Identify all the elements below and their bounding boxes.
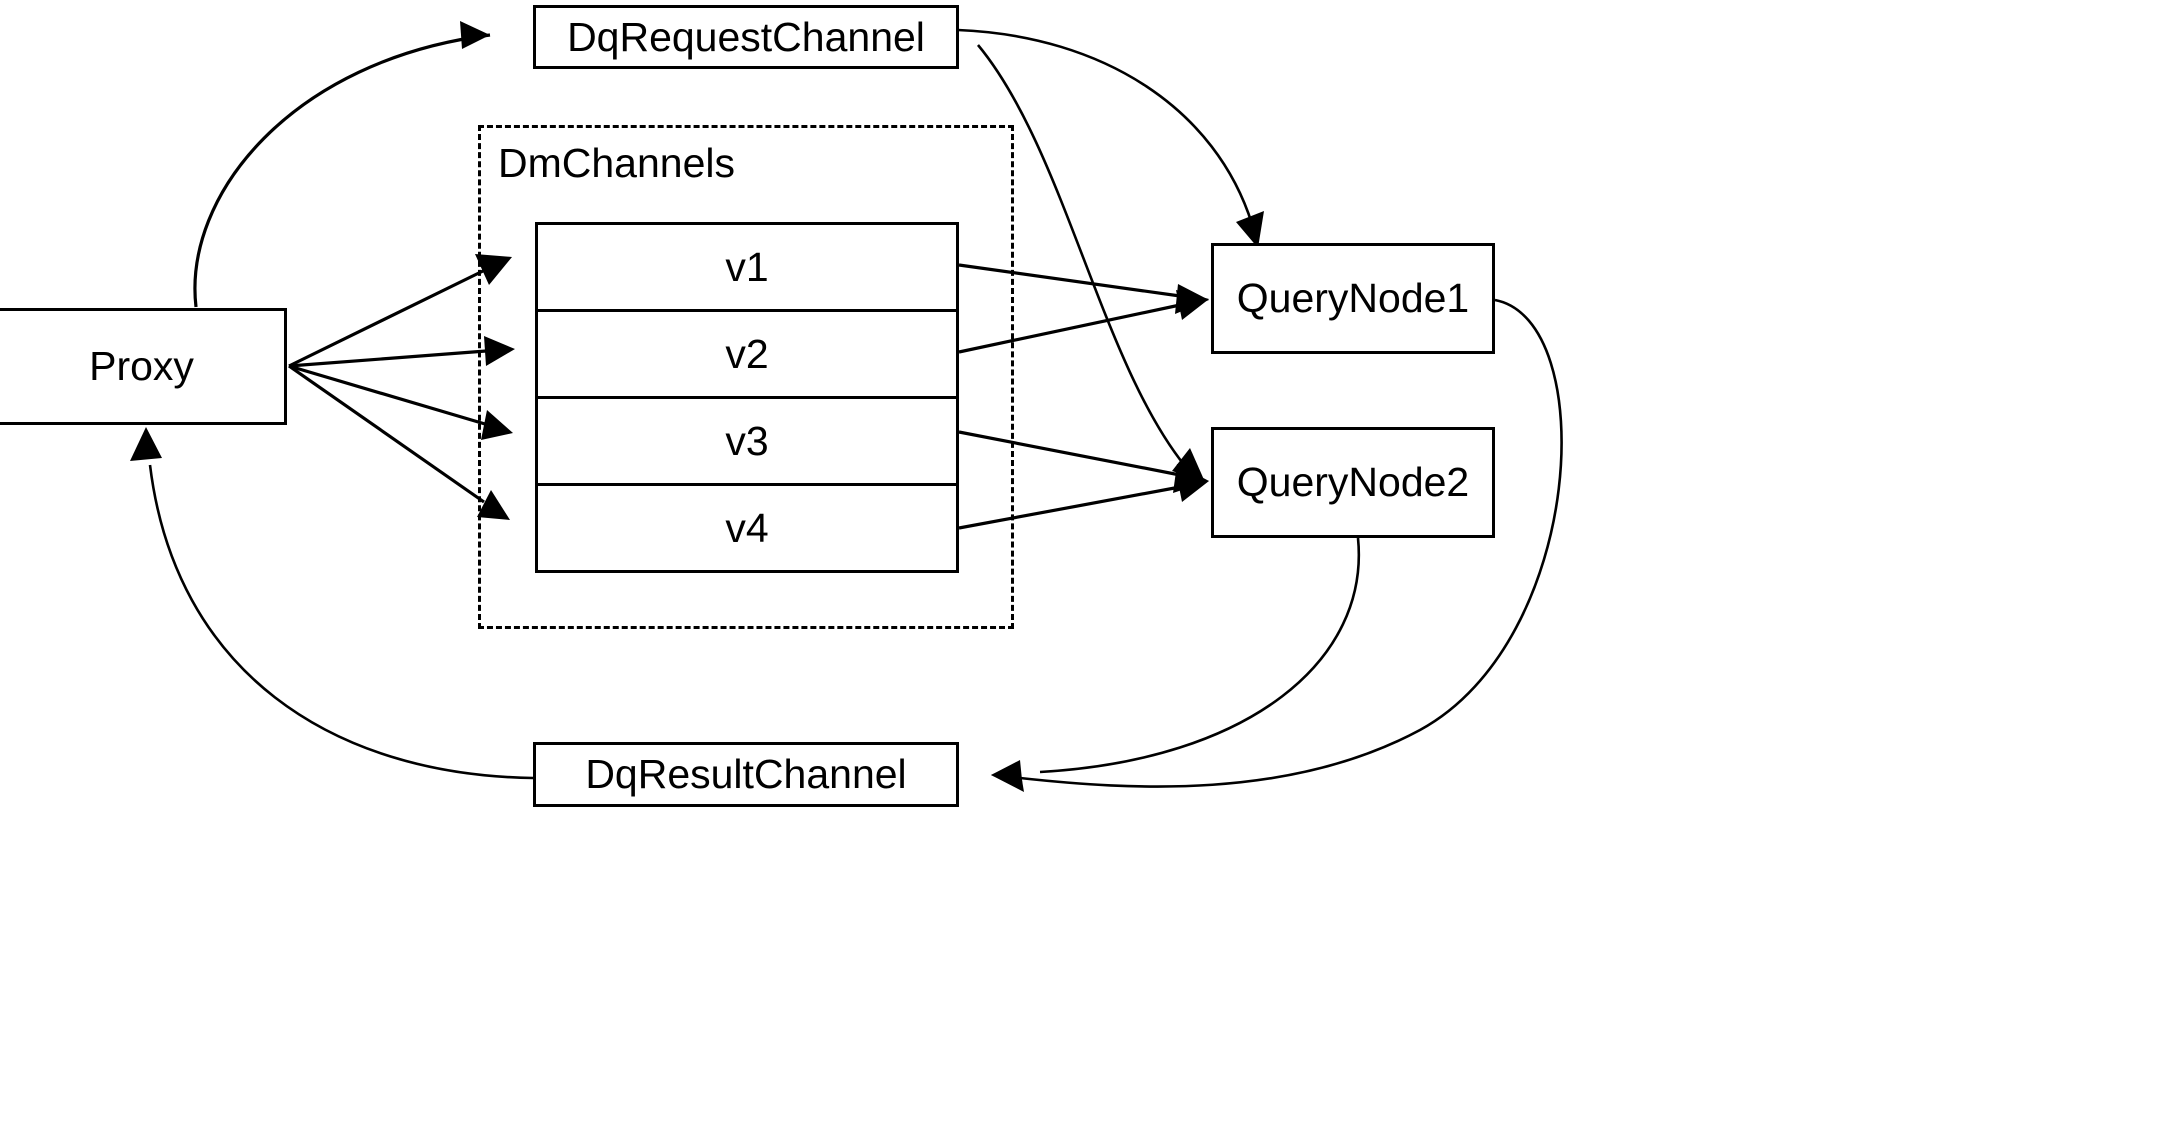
edge-querynode1-to-dqresultchannel	[991, 298, 1563, 792]
node-dq-request-channel[interactable]: DqRequestChannel	[533, 5, 959, 69]
channel-row[interactable]: v3	[538, 399, 956, 486]
node-query-node-1[interactable]: QueryNode1	[1211, 243, 1495, 354]
node-dq-request-channel-label: DqRequestChannel	[567, 13, 925, 60]
dmchannels-group-label: DmChannels	[498, 140, 735, 186]
channel-row[interactable]: v1	[538, 225, 956, 312]
edge-dqresultchannel-to-proxy	[130, 427, 534, 780]
node-query-node-1-label: QueryNode1	[1236, 275, 1470, 321]
node-query-node-2-label: QueryNode2	[1236, 459, 1470, 505]
node-query-node-2[interactable]: QueryNode2	[1211, 427, 1495, 538]
channel-row[interactable]: v2	[538, 312, 956, 399]
node-dq-result-channel-label: DqResultChannel	[585, 751, 907, 797]
channel-row[interactable]: v4	[538, 486, 956, 570]
edge-proxy-to-v4	[288, 364, 510, 520]
node-proxy-label: Proxy	[89, 343, 194, 389]
node-dq-result-channel[interactable]: DqResultChannel	[533, 742, 959, 807]
dmchannels-channel-list: v1 v2 v3 v4	[535, 222, 959, 573]
edge-querynode2-to-dqresultchannel	[991, 537, 1361, 790]
edge-proxy-to-dqrequestchannel	[193, 21, 491, 308]
node-proxy[interactable]: Proxy	[0, 308, 287, 425]
